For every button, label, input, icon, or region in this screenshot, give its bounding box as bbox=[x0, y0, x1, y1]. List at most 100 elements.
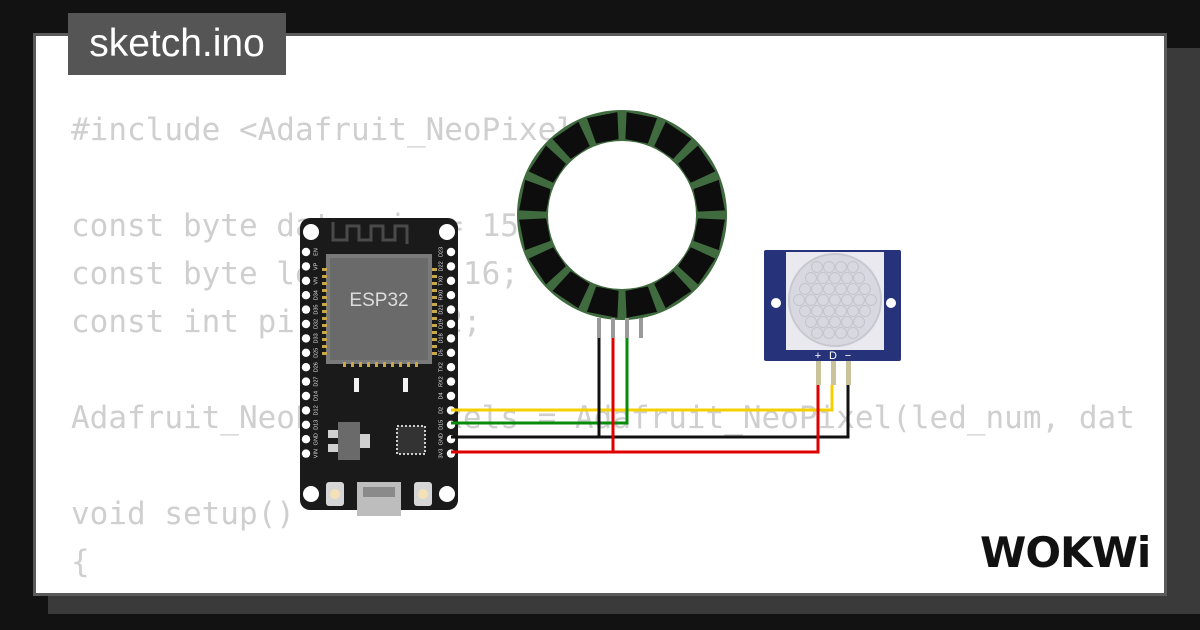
header-pin[interactable] bbox=[446, 305, 456, 314]
pir-pin-label-data: D bbox=[829, 350, 837, 362]
header-pin[interactable] bbox=[446, 291, 456, 300]
pin-label-left: D14 bbox=[313, 391, 319, 401]
header-pin[interactable] bbox=[301, 435, 311, 444]
pin-label-left: VP bbox=[313, 262, 319, 270]
pir-dome-pattern bbox=[793, 261, 877, 339]
header-pin[interactable] bbox=[446, 276, 456, 285]
pin-label-left: D13 bbox=[313, 420, 319, 430]
pir-lens-cell bbox=[841, 316, 853, 328]
ring-led bbox=[693, 218, 725, 251]
pir-lens-cell bbox=[799, 305, 811, 317]
header-pin[interactable] bbox=[301, 377, 311, 386]
header-pin[interactable] bbox=[446, 363, 456, 372]
pir-lens-cell bbox=[859, 283, 871, 295]
pir-sensor[interactable]: + D − bbox=[764, 250, 901, 385]
ring-hole bbox=[548, 141, 696, 289]
pir-lens-cell bbox=[799, 283, 811, 295]
ring-led bbox=[552, 121, 590, 159]
pir-lens-cell bbox=[829, 316, 841, 328]
pir-lens-cell bbox=[823, 305, 835, 317]
ring-led bbox=[528, 247, 566, 285]
pin-label-right: D22 bbox=[438, 261, 444, 271]
ring-led bbox=[519, 179, 551, 212]
pin-label-left: EN bbox=[313, 248, 319, 256]
pin-label-left: D12 bbox=[313, 405, 319, 415]
header-pin[interactable] bbox=[301, 406, 311, 415]
pir-mount-hole-left bbox=[771, 298, 781, 308]
pir-dome bbox=[788, 253, 882, 347]
pir-lens-cell bbox=[835, 283, 847, 295]
pin-label-right: D5 bbox=[438, 349, 444, 356]
usb-uart-chip bbox=[396, 425, 426, 455]
header-pin[interactable] bbox=[301, 420, 311, 429]
header-pin[interactable] bbox=[446, 334, 456, 343]
pir-pins bbox=[816, 361, 851, 385]
pin-label-left: VIN bbox=[313, 449, 319, 458]
ring-led bbox=[625, 112, 658, 144]
header-pin[interactable] bbox=[446, 391, 456, 401]
header-pin[interactable] bbox=[301, 276, 311, 285]
neopixel-ring[interactable] bbox=[517, 110, 727, 338]
wokwi-logo[interactable]: WOKWi bbox=[978, 527, 1150, 575]
pin-label-right: GND bbox=[438, 433, 444, 445]
pir-lens-cell bbox=[829, 294, 841, 306]
header-pin[interactable] bbox=[301, 363, 311, 372]
header-pin[interactable] bbox=[446, 348, 456, 357]
header-pin[interactable] bbox=[301, 291, 311, 300]
pir-lens-cell bbox=[805, 316, 817, 328]
antenna-trace bbox=[331, 222, 409, 244]
mount-hole bbox=[439, 486, 455, 502]
pin-label-right: 3V3 bbox=[438, 449, 444, 459]
header-pin[interactable] bbox=[446, 377, 456, 386]
pir-lens-cell bbox=[841, 294, 853, 306]
mount-hole bbox=[439, 224, 455, 240]
header-pin[interactable] bbox=[301, 262, 311, 271]
pir-lens-cell bbox=[823, 327, 835, 339]
pir-lens-cell bbox=[853, 316, 865, 328]
code-preview: #include <Adafruit_NeoPixel.h>const byte… bbox=[71, 106, 1136, 593]
esp32-chip-label: ESP32 bbox=[349, 290, 408, 311]
pir-lens-cell bbox=[817, 272, 829, 284]
header-pin[interactable] bbox=[446, 319, 456, 329]
code-line: { bbox=[71, 544, 90, 580]
code-line: Serial.begin(115200); bbox=[71, 586, 1136, 593]
ring-led bbox=[519, 218, 551, 251]
pin-label-right: D18 bbox=[438, 333, 444, 343]
pir-lens-cell bbox=[835, 327, 847, 339]
header-pin[interactable] bbox=[301, 305, 311, 314]
pir-lens-cell bbox=[811, 261, 823, 273]
pir-lens-cell bbox=[847, 261, 859, 273]
pir-lens-cell bbox=[835, 261, 847, 273]
pin-label-left: D26 bbox=[313, 362, 319, 372]
ring-led bbox=[678, 247, 716, 285]
pin-label-right: D23 bbox=[438, 247, 444, 257]
file-tab[interactable]: sketch.ino bbox=[68, 13, 286, 75]
ring-led bbox=[654, 271, 692, 309]
pir-pin-label-vcc: + bbox=[815, 350, 821, 362]
smd-component bbox=[403, 378, 408, 392]
pin-label-right: D2 bbox=[438, 407, 444, 414]
header-pin[interactable] bbox=[301, 319, 311, 329]
pir-pin-label-gnd: − bbox=[845, 350, 851, 362]
esp32-board[interactable]: ESP32 ENVPVND34D35D32D33D25D26D27D14D12D… bbox=[300, 218, 458, 516]
pir-lens-cell bbox=[805, 294, 817, 306]
pin-label-left: D27 bbox=[313, 377, 319, 387]
header-pin[interactable] bbox=[446, 247, 456, 257]
pir-lens-cell bbox=[859, 305, 871, 317]
wires bbox=[451, 338, 850, 454]
header-pin[interactable] bbox=[301, 334, 311, 343]
pir-lens-cell bbox=[823, 283, 835, 295]
header-pin[interactable] bbox=[301, 247, 311, 257]
mount-hole bbox=[303, 224, 319, 240]
wire-black bbox=[451, 385, 850, 439]
header-pin[interactable] bbox=[446, 262, 456, 271]
pin-label-right: D21 bbox=[438, 305, 444, 315]
pin-label-right: TX0 bbox=[438, 276, 444, 286]
smd-component bbox=[354, 378, 359, 392]
voltage-regulator bbox=[338, 422, 360, 460]
header-pin[interactable] bbox=[301, 391, 311, 401]
header-pin[interactable] bbox=[301, 449, 311, 458]
header-pin[interactable] bbox=[301, 348, 311, 357]
pin-label-right: D15 bbox=[438, 420, 444, 430]
pir-lens-cell bbox=[853, 294, 865, 306]
